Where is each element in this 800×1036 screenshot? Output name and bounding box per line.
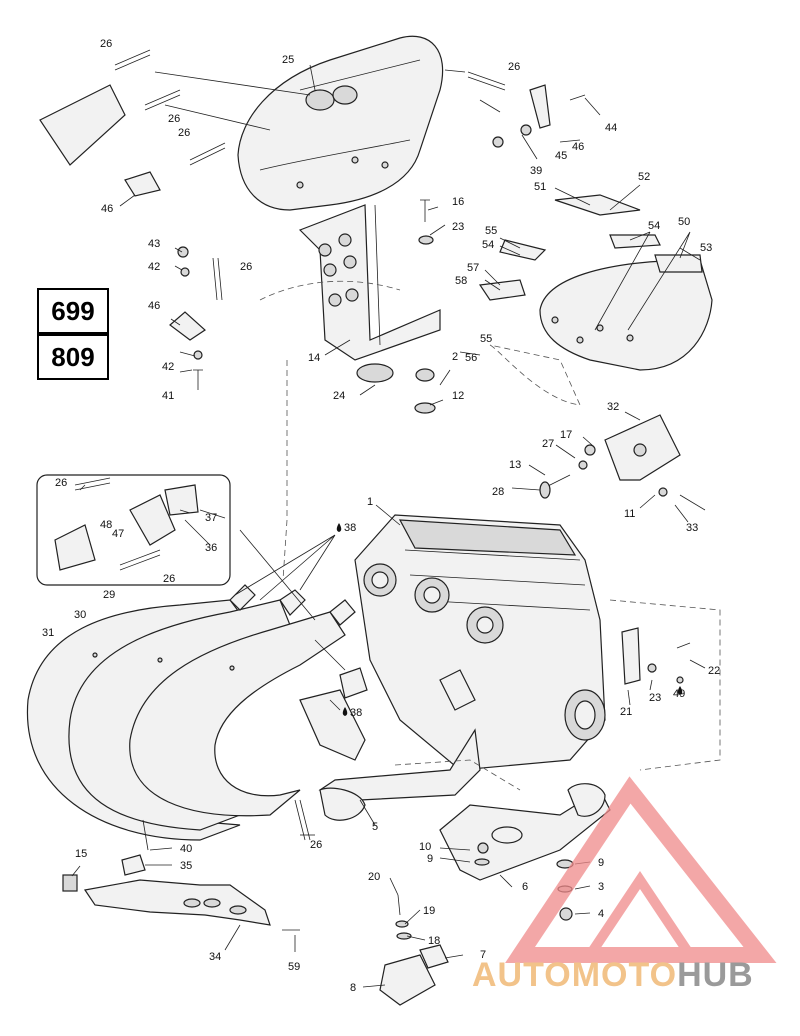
callout-26: 26 <box>100 38 112 50</box>
callout-23: 23 <box>649 692 661 704</box>
droplet-icon <box>336 523 342 532</box>
callout-6: 6 <box>522 881 528 893</box>
callout-45: 45 <box>555 150 567 162</box>
callout-51: 51 <box>534 181 546 193</box>
callout-27: 27 <box>542 438 554 450</box>
callout-38: 38 <box>344 522 356 534</box>
callout-30: 30 <box>74 609 86 621</box>
callout-10: 10 <box>419 841 431 853</box>
droplet-icon <box>342 707 348 716</box>
callout-2: 2 <box>452 351 458 363</box>
callout-11: 11 <box>624 508 635 520</box>
droplet-icon <box>677 686 683 695</box>
callout-26: 26 <box>163 573 175 585</box>
bracket-8 <box>379 954 436 1006</box>
callout-48: 48 <box>100 519 112 531</box>
callout-26: 26 <box>168 113 180 125</box>
callout-1: 1 <box>367 496 373 508</box>
bracket-14 <box>298 204 441 361</box>
model-809-box: 809 <box>37 334 109 380</box>
cover-21 <box>621 627 641 685</box>
model-699-box: 699 <box>37 288 109 334</box>
watermark-part1: AUTOMOTO <box>472 956 678 994</box>
callout-54: 54 <box>482 239 494 251</box>
tail-pipe <box>39 84 126 166</box>
callout-29: 29 <box>103 589 115 601</box>
callout-26: 26 <box>55 477 67 489</box>
callout-35: 35 <box>180 860 192 872</box>
callout-7: 7 <box>480 949 486 961</box>
callout-41: 41 <box>162 390 174 402</box>
callout-12: 12 <box>452 390 464 402</box>
callout-14: 14 <box>308 352 320 364</box>
callout-31: 31 <box>42 627 54 639</box>
callout-58: 58 <box>455 275 467 287</box>
callout-22: 22 <box>708 665 720 677</box>
callout-26: 26 <box>178 127 190 139</box>
callout-55: 55 <box>480 333 492 345</box>
callout-54: 54 <box>648 220 660 232</box>
callout-44: 44 <box>605 122 617 134</box>
callout-21: 21 <box>620 706 632 718</box>
callout-38: 38 <box>350 707 362 719</box>
callout-34: 34 <box>209 951 221 963</box>
callout-9: 9 <box>427 853 433 865</box>
callout-4: 4 <box>598 908 604 920</box>
belly-pan <box>478 194 713 371</box>
exhaust-pipes <box>26 584 356 841</box>
callout-53: 53 <box>700 242 712 254</box>
callout-25: 25 <box>282 54 294 66</box>
callout-46: 46 <box>101 203 113 215</box>
callout-9: 9 <box>598 857 604 869</box>
callout-13: 13 <box>509 459 521 471</box>
callout-8: 8 <box>350 982 356 994</box>
callout-47: 47 <box>112 528 124 540</box>
watermark-logo <box>505 776 777 963</box>
callout-16: 16 <box>452 196 464 208</box>
callout-32: 32 <box>607 401 619 413</box>
callout-52: 52 <box>638 171 650 183</box>
muffler-assembly <box>237 35 444 211</box>
callout-39: 39 <box>530 165 542 177</box>
callout-23: 23 <box>452 221 464 233</box>
watermark-text: AUTOMOTOHUB <box>472 950 800 1000</box>
callout-43: 43 <box>148 238 160 250</box>
callout-36: 36 <box>205 542 217 554</box>
bracket-5 <box>318 728 481 801</box>
callout-42: 42 <box>148 261 160 273</box>
grommet-24 <box>356 363 394 383</box>
callout-26: 26 <box>508 61 520 73</box>
callout-15: 15 <box>75 848 87 860</box>
engine-assembly <box>354 514 606 771</box>
callout-33: 33 <box>686 522 698 534</box>
callout-46: 46 <box>572 141 584 153</box>
callout-42: 42 <box>162 361 174 373</box>
callout-5: 5 <box>372 821 378 833</box>
callout-26: 26 <box>310 839 322 851</box>
callout-19: 19 <box>423 905 435 917</box>
callout-18: 18 <box>428 935 440 947</box>
callout-37: 37 <box>205 512 217 524</box>
callout-26: 26 <box>240 261 252 273</box>
callout-55: 55 <box>485 225 497 237</box>
callout-57: 57 <box>467 262 479 274</box>
callout-24: 24 <box>333 390 345 402</box>
callout-50: 50 <box>678 216 690 228</box>
springs <box>114 49 506 841</box>
callout-20: 20 <box>368 871 380 883</box>
callout-46: 46 <box>148 300 160 312</box>
bracket-34 <box>83 879 271 926</box>
callout-28: 28 <box>492 486 504 498</box>
watermark-part2: HUB <box>677 956 754 994</box>
callout-59: 59 <box>288 961 300 973</box>
callout-17: 17 <box>560 429 572 441</box>
callout-56: 56 <box>465 352 477 364</box>
callout-40: 40 <box>180 843 192 855</box>
callout-3: 3 <box>598 881 604 893</box>
